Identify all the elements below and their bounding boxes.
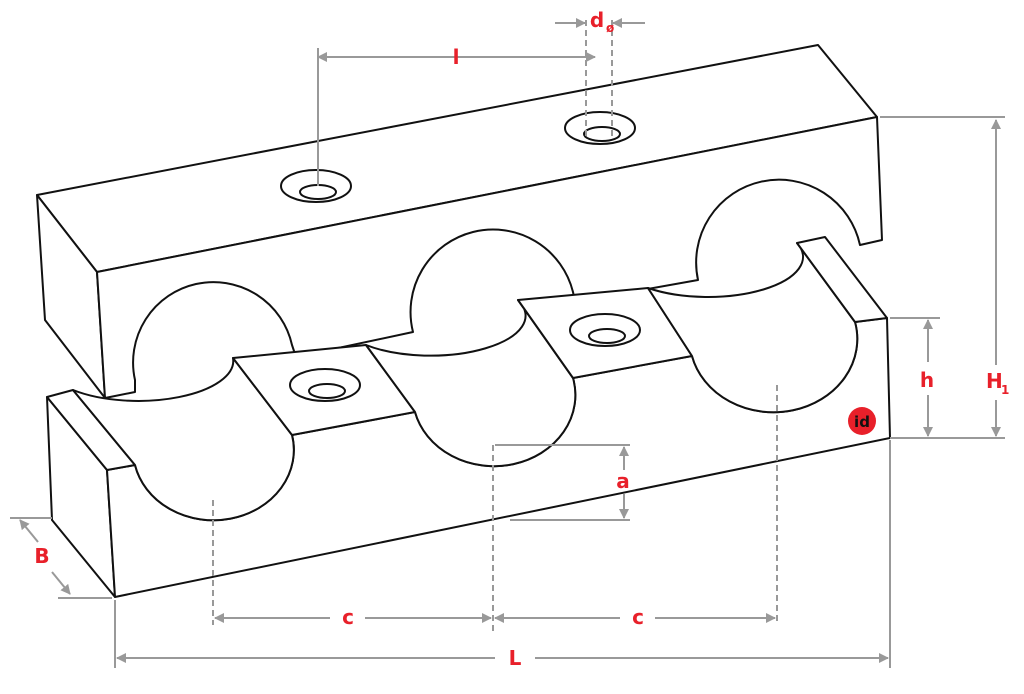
- upper-clamp-half: [36, 44, 883, 399]
- label-d: d: [590, 8, 604, 32]
- label-L: L: [509, 646, 522, 670]
- logo-text: id: [854, 413, 870, 431]
- label-c-2: c: [632, 605, 644, 629]
- lower-clamp-half: [46, 236, 891, 598]
- upper-front-face: [96, 116, 883, 399]
- label-h: h: [920, 368, 934, 392]
- label-d-sub: ø: [606, 21, 614, 35]
- label-H-sub: 1: [1001, 383, 1009, 397]
- dimension-lines: [10, 18, 1005, 668]
- id-logo: id: [848, 407, 876, 435]
- label-c-1: c: [342, 605, 354, 629]
- dimension-labels: l d ø H 1 h a B c c L: [34, 8, 1009, 670]
- label-H: H: [986, 369, 1003, 393]
- label-B: B: [34, 544, 49, 568]
- label-a: a: [616, 469, 630, 493]
- label-l: l: [453, 45, 460, 69]
